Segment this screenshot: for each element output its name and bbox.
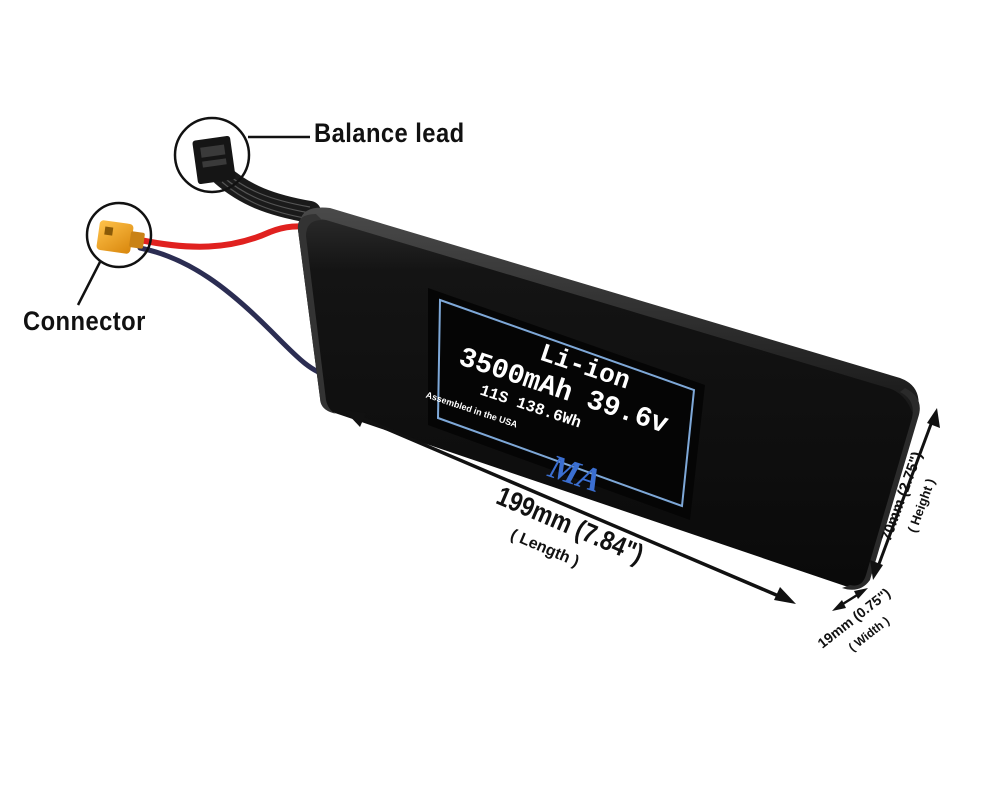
negative-wire: [137, 245, 333, 379]
balance-connector: [192, 135, 236, 185]
connector-leader-line: [76, 261, 102, 306]
positive-wire: [137, 223, 315, 250]
xt-connector: [96, 220, 145, 254]
height-dimension-arrow: [870, 408, 940, 580]
connector-label: Connector: [23, 306, 146, 336]
battery-label-panel: [428, 288, 705, 520]
connector-callout-circle: [85, 201, 153, 269]
width-dimension-arrow: [832, 588, 868, 611]
length-dimension-arrow: [344, 410, 796, 604]
balance-lead-label: Balance lead: [314, 118, 465, 148]
balance-lead-callout-circle: [173, 116, 251, 194]
